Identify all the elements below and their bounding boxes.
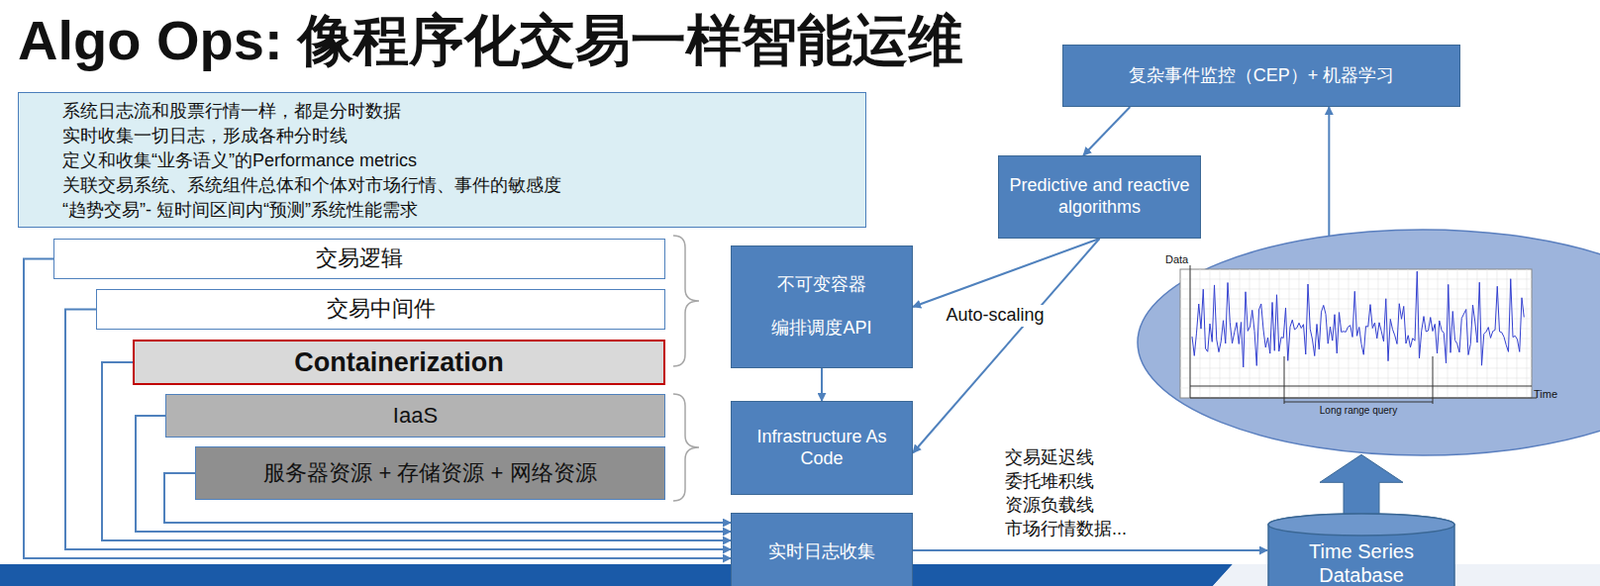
stack-layer: 交易逻辑 bbox=[53, 238, 666, 280]
node-label: 交易逻辑 bbox=[315, 245, 403, 272]
connector bbox=[1327, 106, 1330, 236]
node-label: 交易中间件 bbox=[326, 296, 436, 322]
node-label: Predictive and reactive algorithms bbox=[1006, 175, 1193, 218]
database-cylinder: Time Series Database bbox=[1267, 512, 1456, 586]
process-box: Infrastructure As Code bbox=[730, 400, 913, 496]
stack-layer: 交易中间件 bbox=[96, 289, 666, 330]
footer-band bbox=[0, 564, 1233, 586]
axis-label: Time bbox=[1533, 389, 1558, 400]
process-box: 不可变容器编排调度API bbox=[730, 245, 913, 369]
connector bbox=[65, 309, 731, 551]
connector bbox=[820, 368, 823, 401]
bullet-text: 定义和收集“业务语义”的Performance metrics bbox=[62, 148, 417, 174]
axis-label: Data bbox=[1165, 254, 1189, 266]
connector bbox=[23, 259, 731, 560]
node-label: 实时日志收集 bbox=[768, 541, 876, 564]
node-label: 复杂事件监控（CEP）+ 机器学习 bbox=[1128, 65, 1396, 88]
axis-label: Long range query bbox=[1319, 405, 1398, 416]
connector bbox=[912, 549, 1268, 552]
bullet-text: 系统日志流和股票行情一样，都是分时数据 bbox=[62, 99, 401, 124]
title: Algo Ops: 像程序化交易一样智能运维 bbox=[17, 3, 964, 80]
stack-layer: 服务器资源 + 存储资源 + 网络资源 bbox=[195, 446, 666, 500]
bullet-text: 实时收集一切日志，形成各种分时线 bbox=[62, 123, 348, 149]
brace bbox=[673, 394, 700, 501]
series-label: 交易延迟线 bbox=[1004, 445, 1095, 470]
process-box: 复杂事件监控（CEP）+ 机器学习 bbox=[1062, 44, 1461, 107]
block-arrow bbox=[1319, 454, 1403, 519]
process-box: Predictive and reactive algorithms bbox=[998, 155, 1201, 239]
edge-label: Auto-scaling bbox=[942, 304, 1047, 327]
node-label: Infrastructure As Code bbox=[739, 426, 904, 470]
connector bbox=[912, 238, 1100, 307]
bullet-text: 关联交易系统、系统组件总体和个体对市场行情、事件的敏感度 bbox=[62, 173, 562, 199]
series-label: 市场行情数据... bbox=[1004, 516, 1127, 541]
node-label: Containerization bbox=[294, 346, 504, 379]
ellipse-outline bbox=[1135, 227, 1600, 458]
connector bbox=[912, 238, 1100, 454]
node-label: IaaS bbox=[393, 402, 438, 429]
connector bbox=[1083, 106, 1130, 156]
series-label: 资源负载线 bbox=[1004, 493, 1095, 517]
stack-layer: IaaS bbox=[165, 394, 666, 438]
bullet-box: 系统日志流和股票行情一样，都是分时数据实时收集一切日志，形成各种分时线定义和收集… bbox=[17, 92, 867, 228]
bullet-text: “趋势交易”- 短时间区间内“预测”系统性能需求 bbox=[62, 198, 418, 223]
stack-layer: Containerization bbox=[132, 339, 666, 386]
node-label: 服务器资源 + 存储资源 + 网络资源 bbox=[263, 460, 597, 487]
node-label: Time Series Database bbox=[1287, 539, 1436, 586]
brace bbox=[673, 235, 700, 367]
node-label: 不可变容器 bbox=[777, 274, 867, 297]
process-box: 实时日志收集 bbox=[730, 512, 913, 586]
node-label: 编排调度API bbox=[771, 317, 872, 340]
chart-ellipse: DataLong range query Time bbox=[1135, 227, 1600, 458]
series-label: 委托堆积线 bbox=[1004, 469, 1095, 494]
connector bbox=[101, 362, 731, 541]
